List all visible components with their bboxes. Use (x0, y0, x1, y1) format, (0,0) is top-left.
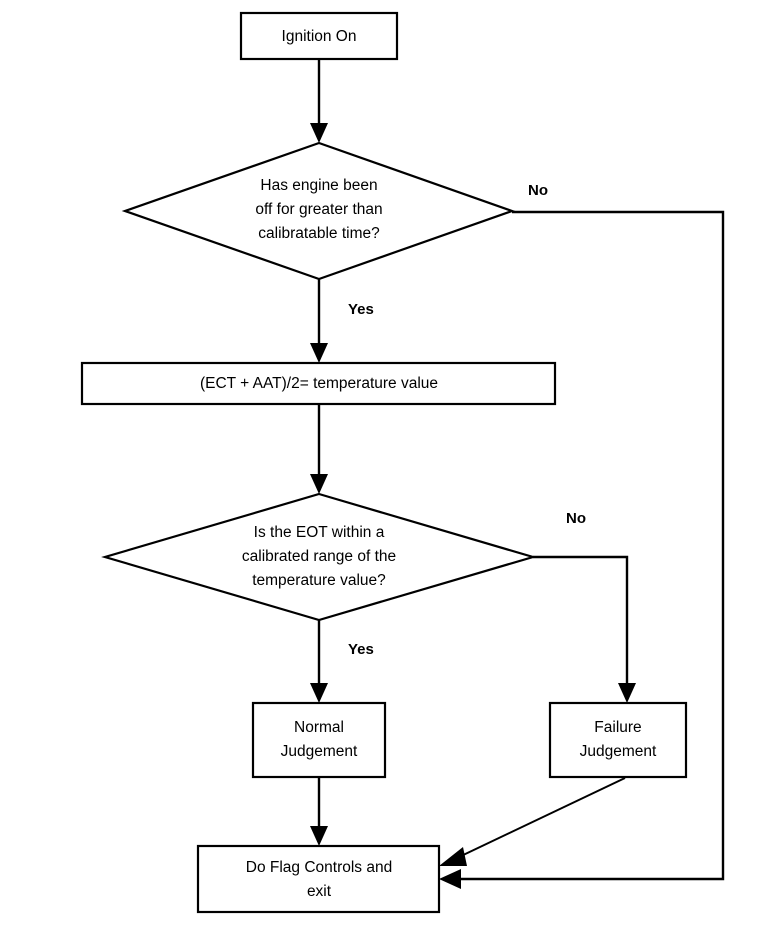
node-temperature-value-calc-shape[interactable] (80, 361, 557, 406)
edge-label-decision1-yes: Yes (348, 301, 374, 318)
connector-decision2-no-to-failure (533, 555, 636, 703)
arrowhead-down (310, 826, 328, 846)
node-engine-off-time-decision-label-line1: Has engine been (260, 177, 377, 194)
node-do-flag-controls-shape[interactable] (196, 844, 441, 914)
node-engine-off-time-decision-label-line2: off for greater than (255, 201, 382, 218)
edge-label-decision2-yes: Yes (348, 641, 374, 658)
arrowhead-down (310, 474, 328, 494)
arrowhead-diagonal (439, 847, 467, 866)
node-engine-off-time-decision-shape[interactable] (121, 141, 516, 281)
node-temperature-value-calc-label-line1: (ECT + AAT)/2= temperature value (200, 375, 438, 392)
arrowhead-down (310, 343, 328, 363)
connector-normal-to-flagcontrols (310, 777, 328, 846)
node-ignition-on-shape[interactable] (239, 11, 399, 61)
arrowhead-left (439, 869, 461, 889)
node-do-flag-controls[interactable]: Do Flag Controls and exit (196, 844, 441, 914)
node-engine-off-time-decision[interactable]: Has engine been off for greater than cal… (121, 141, 516, 281)
connector-decision2-yes-to-normal (310, 620, 328, 703)
edge-label-decision1-no: No (528, 182, 548, 199)
connector-decision1-no-to-flagcontrols (439, 210, 725, 889)
node-failure-judgement-shape[interactable] (548, 701, 688, 779)
node-normal-judgement-label-line1: Normal (294, 719, 344, 736)
node-normal-judgement[interactable]: Normal Judgement (251, 701, 387, 779)
node-eot-range-decision-shape[interactable] (101, 492, 537, 622)
connector-ignition-to-decision1 (310, 59, 328, 143)
node-ignition-on-label-line1: Ignition On (282, 28, 357, 45)
node-eot-range-decision-label-line2: calibrated range of the (242, 548, 396, 565)
node-failure-judgement-label-line2: Judgement (580, 743, 657, 760)
node-engine-off-time-decision-label-line3: calibratable time? (258, 225, 380, 242)
node-temperature-value-calc[interactable]: (ECT + AAT)/2= temperature value (80, 361, 557, 406)
node-normal-judgement-shape[interactable] (251, 701, 387, 779)
node-do-flag-controls-label-line1: Do Flag Controls and (246, 859, 392, 876)
node-eot-range-decision-label-line3: temperature value? (252, 572, 386, 589)
node-normal-judgement-label-line2: Judgement (281, 743, 358, 760)
node-failure-judgement-label-line1: Failure (594, 719, 641, 736)
node-eot-range-decision[interactable]: Is the EOT within a calibrated range of … (101, 492, 537, 622)
edge-label-decision2-no: No (566, 510, 586, 527)
node-failure-judgement[interactable]: Failure Judgement (548, 701, 688, 779)
arrowhead-down (310, 683, 328, 703)
arrowhead-down (310, 123, 328, 143)
connector-calc-to-decision2 (310, 404, 328, 494)
node-eot-range-decision-label-line1: Is the EOT within a (254, 524, 385, 541)
connector-failure-to-flagcontrols (439, 777, 626, 866)
connector-decision1-yes-to-calc (310, 279, 328, 363)
arrowhead-down (618, 683, 636, 703)
node-do-flag-controls-label-line2: exit (307, 883, 332, 900)
node-ignition-on[interactable]: Ignition On (239, 11, 399, 61)
